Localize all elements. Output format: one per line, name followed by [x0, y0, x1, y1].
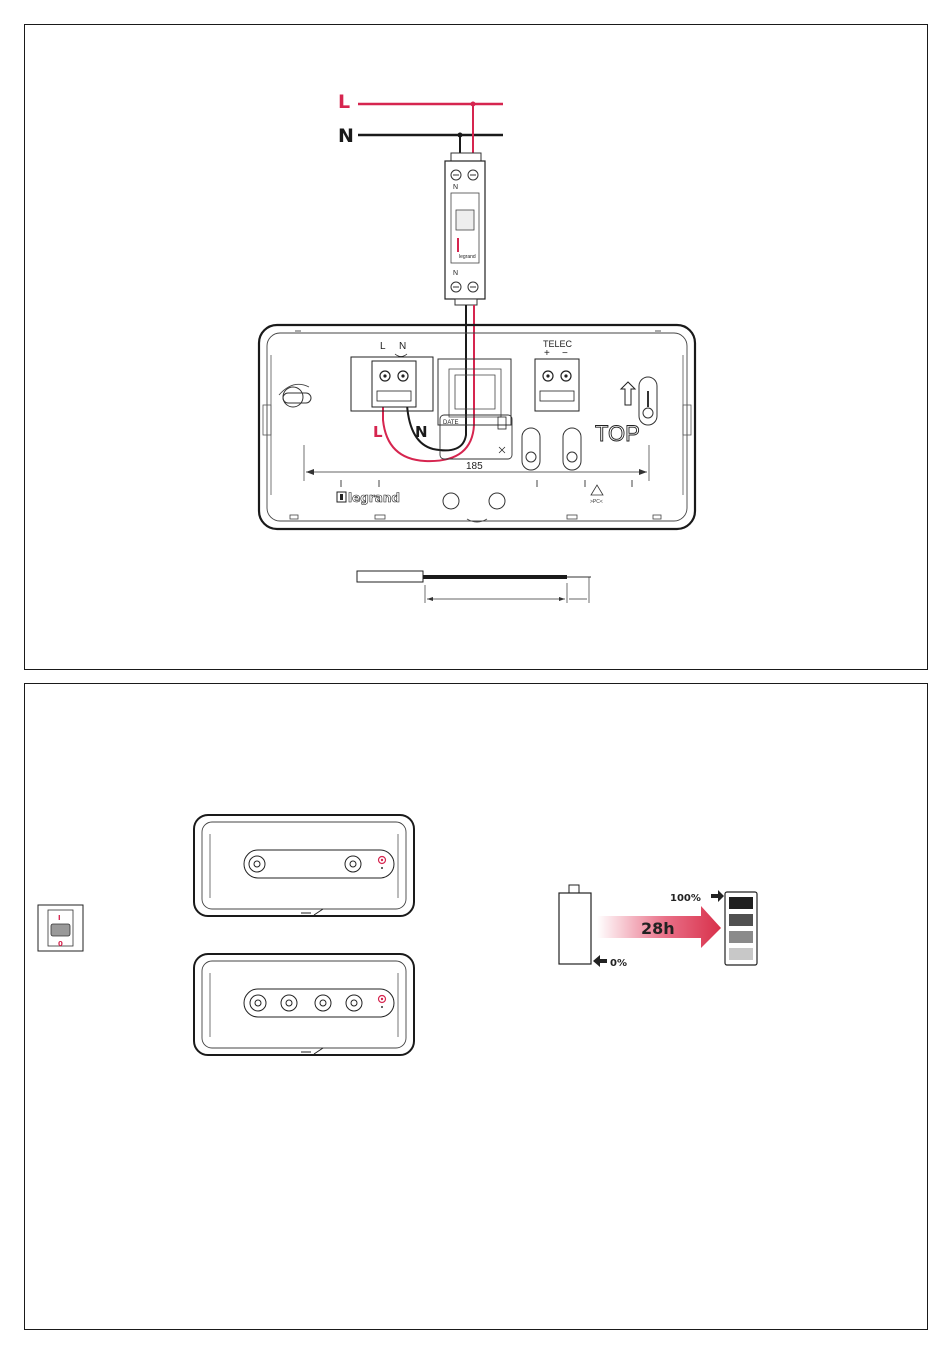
telec-plus: +	[544, 348, 550, 359]
arrow-left-icon	[593, 955, 607, 967]
switch-on-label: I	[58, 914, 61, 922]
date-label: DATE	[443, 420, 459, 426]
line-label: L	[338, 91, 350, 113]
breaker-bottom-label: N	[453, 270, 458, 277]
charge-time: 28h	[641, 919, 675, 938]
neutral-label: N	[338, 125, 354, 147]
terminal-l-label: L	[380, 341, 386, 352]
base-wire-n-label: N	[415, 423, 428, 441]
legrand-logo: legrand	[337, 491, 400, 505]
base-brand-text: legrand	[348, 491, 400, 505]
full-indicator: 100%	[670, 890, 724, 904]
empty-battery-icon	[559, 885, 591, 964]
recycle-label: >PC<	[590, 499, 603, 505]
top-orientation-marker: TOP	[595, 382, 640, 446]
top-text: TOP	[595, 421, 640, 446]
level-bar-2	[729, 931, 753, 943]
breaker-brand: legrand	[459, 254, 476, 260]
date-label-area: DATE	[440, 415, 512, 459]
up-arrow-icon	[621, 382, 635, 405]
wiring-diagram-svg: L N N legrand N	[25, 25, 927, 669]
circuit-breaker: N legrand N	[445, 153, 485, 305]
terminal-n-label: N	[399, 341, 406, 352]
base-wire-l-label: L	[373, 423, 383, 441]
empty-indicator: 0%	[593, 955, 627, 969]
arrow-right-small-icon	[711, 890, 724, 902]
breaker-switch-icon: I 0	[38, 905, 83, 951]
wiring-diagram-panel: L N N legrand N	[24, 24, 928, 670]
battery-panel: I 0	[24, 683, 928, 1330]
mains-supply: L N	[338, 91, 503, 153]
device-four-button	[194, 954, 414, 1055]
power-terminal-block: L N	[351, 341, 433, 411]
breaker-top-label: N	[453, 184, 458, 191]
telec-minus: −	[562, 348, 568, 359]
telec-terminal-block: TELEC + −	[535, 339, 579, 411]
full-label: 100%	[670, 893, 701, 904]
recycle-icon: >PC<	[590, 485, 603, 505]
empty-label: 0%	[610, 958, 627, 969]
level-bar-4	[729, 897, 753, 909]
dimension-value: 185	[466, 461, 483, 472]
switch-off-label: 0	[58, 940, 63, 948]
device-two-button	[194, 815, 414, 916]
battery-panel-svg: I 0	[25, 684, 927, 1329]
level-bar-1	[729, 948, 753, 960]
battery-level-gauge	[725, 892, 757, 965]
dimension-185: 185	[304, 445, 649, 481]
charging-arrow: 28h	[597, 906, 721, 948]
temperature-probe	[357, 571, 591, 603]
level-bar-3	[729, 914, 753, 926]
